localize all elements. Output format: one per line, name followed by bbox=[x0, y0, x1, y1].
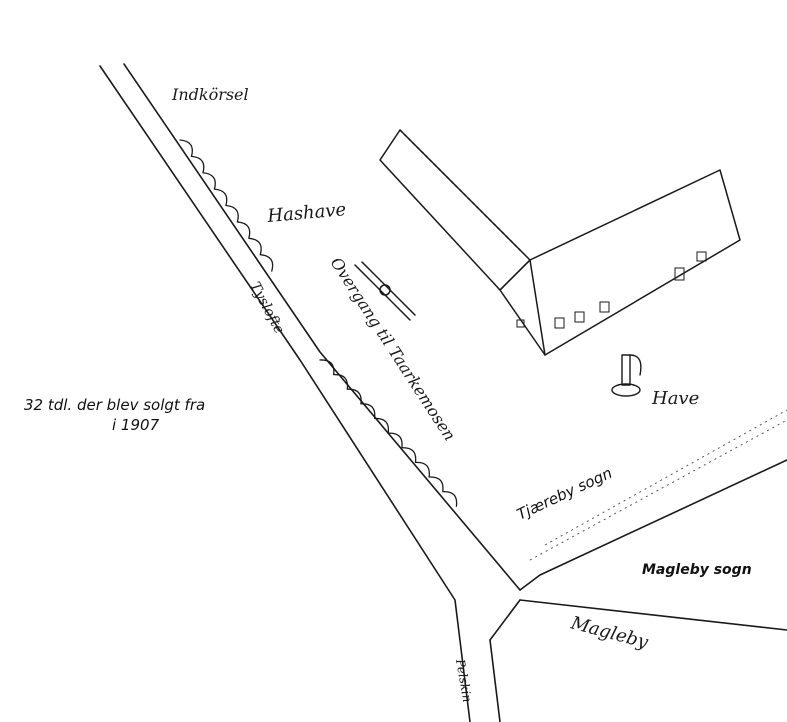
magleby-road-label: Magleby bbox=[568, 612, 651, 653]
building-windows bbox=[516, 251, 707, 329]
main-road bbox=[99, 63, 521, 722]
sold-note-line2: i 1907 bbox=[112, 416, 160, 434]
indkorsel-label: Indkörsel bbox=[171, 85, 249, 104]
farm-building-main bbox=[499, 169, 741, 356]
have-label: Have bbox=[651, 388, 699, 409]
bottom-road-label: Pelskin bbox=[453, 657, 475, 703]
field-edge bbox=[529, 409, 787, 561]
well-symbol bbox=[611, 354, 642, 397]
sold-note-line1: 32 tdl. der blev solgt fra bbox=[24, 396, 205, 414]
crossing-symbol bbox=[354, 261, 416, 321]
road-label: Tyslofte bbox=[246, 279, 287, 336]
farm-building-west-wing bbox=[379, 129, 531, 291]
hedge-row bbox=[179, 139, 458, 507]
magleby-parish-label: Magleby sogn bbox=[642, 562, 752, 578]
tjaereby-parish-label: Tjæreby sogn bbox=[514, 464, 615, 524]
hoshave-label: Hashave bbox=[266, 199, 347, 227]
fork-road bbox=[489, 459, 787, 722]
passage-label: Overgang til Taarkemosen bbox=[327, 254, 460, 444]
